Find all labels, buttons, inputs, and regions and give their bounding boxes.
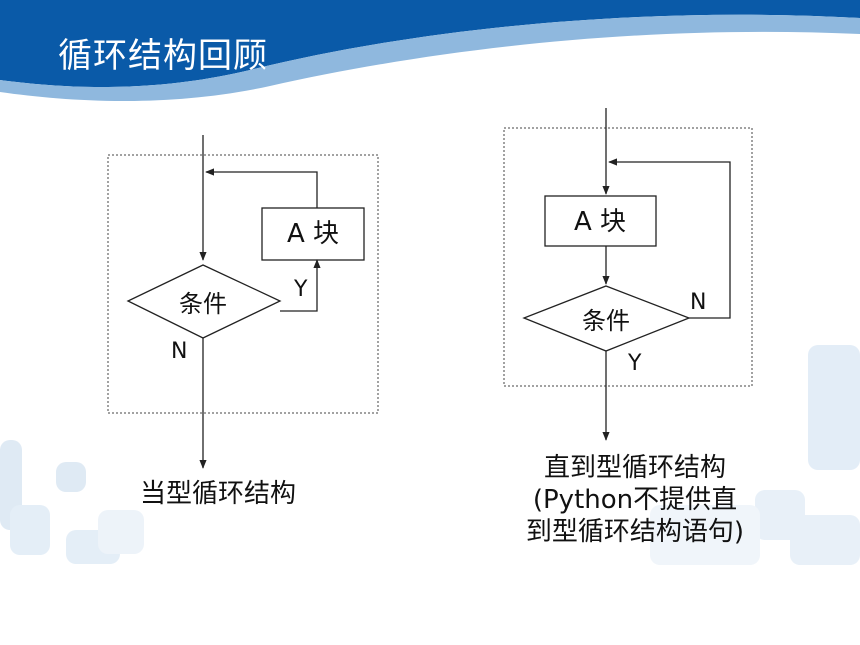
- right-yes-label: Y: [627, 351, 642, 376]
- decor-square: [790, 515, 860, 565]
- right-condition-label: 条件: [582, 307, 630, 335]
- left-condition-label: 条件: [179, 290, 227, 318]
- decor-square: [56, 462, 86, 492]
- slide-title: 循环结构回顾: [58, 36, 268, 76]
- while-loop-diagram: 条件 A 块 Y N: [107, 135, 379, 469]
- left-loop-back: [205, 168, 318, 208]
- right-caption-line3: 到型循环结构语句): [525, 517, 745, 547]
- decor-square: [98, 510, 144, 554]
- right-block: [544, 195, 657, 247]
- right-caption-line1: 直到型循环结构: [543, 453, 726, 483]
- left-caption: 当型循环结构: [140, 479, 297, 509]
- right-dotted-frame: [503, 127, 753, 387]
- decor-square: [10, 505, 50, 555]
- right-block-label: A 块: [574, 207, 626, 237]
- left-block: [261, 207, 365, 261]
- header-banner: [0, 0, 860, 101]
- decor-square: [808, 345, 860, 470]
- left-yes-path: [280, 259, 321, 312]
- left-block-label: A 块: [287, 219, 339, 249]
- right-no-path: [608, 158, 731, 319]
- right-caption-line2: (Python不提供直: [532, 485, 738, 515]
- left-yes-label: Y: [293, 277, 308, 302]
- decor-square: [650, 505, 760, 565]
- until-loop-diagram: A 块 条件 N Y: [503, 108, 753, 441]
- right-no-label: N: [690, 290, 706, 315]
- right-caption: 直到型循环结构 (Python不提供直 到型循环结构语句): [500, 452, 770, 548]
- left-no-label: N: [171, 339, 187, 364]
